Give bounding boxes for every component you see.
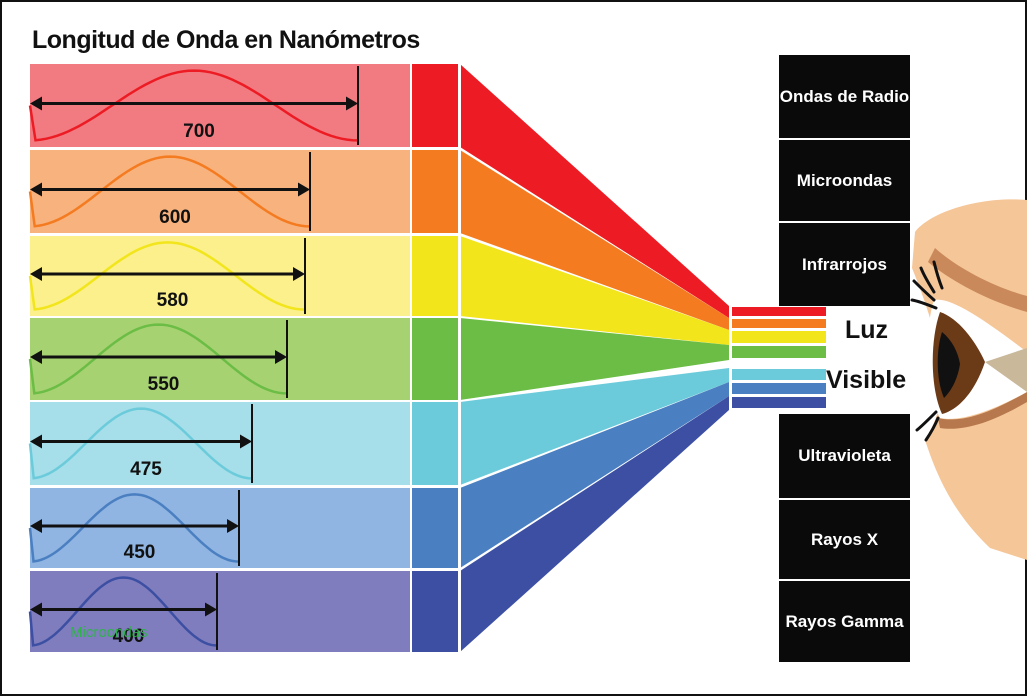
band-background [30,571,410,652]
arrow-head-left [30,519,42,533]
visible-spectrum-segment [732,383,826,394]
wavelength-band: 550 [28,318,458,400]
arrow-head-right [346,96,358,111]
spectrum-box-infrared: Infrarrojos [779,223,910,306]
wave-curve [28,241,306,311]
band-color-swatch [412,64,458,147]
light-beam [460,150,729,330]
visible-spectrum-segment [732,307,826,316]
spectrum-label-gamma: Rayos Gamma [785,611,904,631]
arrow-head-right [205,602,217,617]
arrow-head-left [30,96,42,111]
band-background [30,318,410,400]
light-beam [460,318,729,400]
wavelength-band: 580 [28,236,458,316]
spectrum-box-microwave: Microondas [779,140,910,221]
lower-eyelid [938,392,1027,429]
band-background [30,236,410,316]
wave-curve [28,69,359,142]
band-background [30,150,410,233]
wave-curve [28,323,288,395]
wavelength-label: 400 [113,626,145,647]
eye-illustration [910,199,1027,561]
light-beam [460,64,729,318]
spectrum-label-radio: Ondas de Radio [779,86,910,106]
wavelength-label: 600 [159,207,191,228]
wavelength-label: 475 [130,459,162,480]
page-title: Longitud de Onda en Nanómetros [32,26,420,54]
visible-spectrum-segment [732,319,826,328]
wavelength-label: 700 [183,121,215,142]
wave-curve [28,407,253,480]
arrow-head-right [275,350,287,364]
eyelashes [910,260,944,442]
wavelength-band: 475 [28,402,458,485]
pupil [937,332,960,398]
visible-spectrum-segment [732,346,826,358]
spectrum-label-microwave: Microondas [796,170,893,190]
wave-curve [28,493,240,563]
wavelength-band: 600 [28,150,458,233]
arrow-head-left [30,434,42,449]
spectrum-box-radio: Ondas de Radio [779,55,910,138]
light-beam [460,236,729,345]
wavelength-label: 450 [124,542,156,563]
visible-light-label-1: Luz [845,316,889,344]
wave-curve [28,155,311,228]
band-color-swatch [412,402,458,485]
watermark-text: Microondas [70,624,148,641]
arrow-head-left [30,182,42,197]
arrow-head-right [293,267,305,281]
band-color-swatch [412,318,458,400]
spectrum-box-ultraviolet: Ultravioleta [779,414,910,498]
wavelength-band: 450 [28,488,458,568]
arrow-head-right [298,182,310,197]
upper-eyelid [928,248,1027,312]
visible-spectrum-segment [732,331,826,343]
visible-spectrum-segment [732,397,826,408]
wavelength-label: 550 [148,374,180,395]
spectrum-label-xray: Rayos X [810,529,879,549]
arrow-head-left [30,267,42,281]
arrow-head-right [227,519,239,533]
light-beam [460,396,729,652]
spectrum-label-ultraviolet: Ultravioleta [798,446,891,465]
wavelength-label: 580 [157,290,189,311]
band-color-swatch [412,236,458,316]
wavelength-band: 400 [28,571,458,652]
arrow-head-left [30,350,42,364]
visible-light-label-2: Visible [826,366,907,394]
band-background [30,402,410,485]
spectrum-label-infrared: Infrarrojos [801,254,888,274]
band-background [30,488,410,568]
light-beam [460,368,729,485]
band-color-swatch [412,488,458,568]
arrow-head-right [240,434,252,449]
arrow-head-left [30,602,42,617]
light-beam [460,382,729,568]
spectrum-box-xray: Rayos X [779,500,910,579]
wavelength-band: 700 [28,64,458,147]
eye-socket-shadow [985,348,1027,392]
visible-spectrum-segment [732,369,826,380]
wave-curve [28,576,218,647]
band-color-swatch [412,150,458,233]
spectrum-box-gamma: Rayos Gamma [779,581,910,662]
band-color-swatch [412,571,458,652]
